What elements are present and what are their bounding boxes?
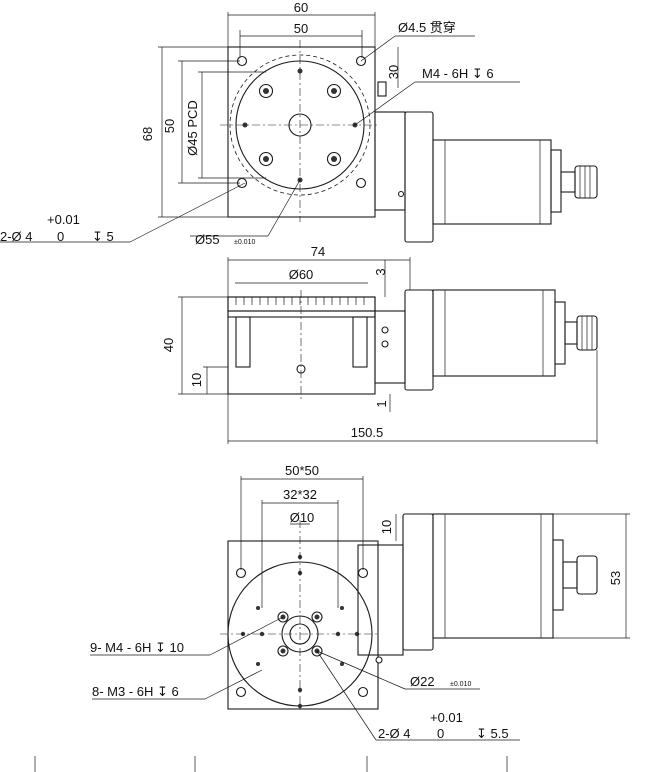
side-scale-ticks: [235, 297, 365, 305]
top-knob: [574, 165, 598, 199]
dim-50x50: 50*50: [285, 463, 319, 478]
footer-separators: [34, 756, 508, 772]
label-dia55-tol: ±0.010: [234, 239, 255, 246]
label-dia55: Ø55: [195, 232, 220, 247]
dim-60: 60: [294, 0, 308, 15]
top-bolt-holes: [258, 83, 342, 167]
side-view: 74 Ø60 3 40 10 1 150.5: [161, 244, 598, 444]
dim-1: 1: [374, 400, 389, 407]
top-corner-hole: [355, 177, 367, 189]
dim-150-5: 150.5: [351, 425, 384, 440]
top-motor-body: [432, 139, 552, 225]
label-dia22-tol: ±0.010: [450, 681, 471, 688]
label-pin-holes: 2-Ø 4: [0, 229, 33, 244]
top-view: 60 50 68 50 Ø45 PCD Ø4.5 贯穿 30 M4 - 6H ↧…: [0, 0, 598, 247]
label-pin-depth-bottom: ↧ 5.5: [476, 726, 509, 741]
label-pin-tol-low: 0: [57, 229, 64, 244]
label-pin-tol-bottom: +0.01: [430, 710, 463, 725]
label-m4-thread: M4 - 6H ↧ 6: [422, 66, 494, 81]
bottom-knob: [576, 555, 598, 595]
dim-74: 74: [311, 244, 325, 259]
bottom-motor-coupler: [357, 544, 404, 656]
side-motor-flange: [404, 289, 434, 391]
side-motor-body: [432, 289, 556, 377]
label-pin-depth: ↧ 5: [92, 229, 114, 244]
dim-50: 50: [294, 21, 308, 36]
label-m4-thread-bottom: 9- M4 - 6H ↧ 10: [90, 640, 184, 655]
dim-68: 68: [140, 127, 155, 141]
bottom-bolt-holes: [277, 611, 323, 657]
dim-50-vertical: 50: [162, 119, 177, 133]
label-dia22: Ø22: [410, 674, 435, 689]
label-thru-hole: Ø4.5 贯穿: [398, 20, 456, 35]
bottom-motor-flange: [402, 513, 434, 651]
bottom-base-plate: [227, 540, 379, 710]
side-motor-coupler: [374, 310, 406, 384]
dim-32x32: 32*32: [283, 487, 317, 502]
dim-10-bottom: 10: [379, 520, 394, 534]
side-scale-ring: [227, 296, 376, 312]
bottom-motor-body: [432, 513, 554, 639]
dim-30: 30: [386, 65, 401, 79]
top-motor-endcap: [550, 149, 562, 213]
dim-3: 3: [373, 268, 388, 275]
dim-10-side: 10: [189, 373, 204, 387]
label-pin-tol-low-bottom: 0: [437, 726, 444, 741]
label-pin-holes-bottom: 2-Ø 4: [378, 726, 411, 741]
dim-40: 40: [161, 338, 176, 352]
dim-dia60: Ø60: [289, 267, 314, 282]
label-m3-thread: 8- M3 - 6H ↧ 6: [92, 684, 179, 699]
top-motor-flange: [404, 111, 434, 243]
label-pin-tol: +0.01: [47, 212, 80, 227]
dim-53: 53: [608, 571, 623, 585]
dim-dia10: Ø10: [290, 510, 315, 525]
dim-pcd: Ø45 PCD: [185, 100, 200, 156]
bottom-view: 50*50 32*32 Ø10 10 53 9- M4 - 6H ↧ 10 8-…: [90, 463, 630, 741]
